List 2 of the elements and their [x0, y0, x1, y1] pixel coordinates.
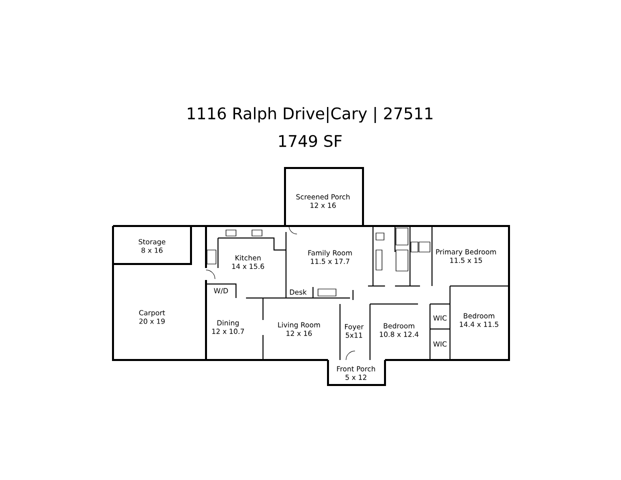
- area-label: 1749 SF: [279, 134, 342, 148]
- title: 1116 Ralph Drive|Cary | 27511: [188, 107, 432, 123]
